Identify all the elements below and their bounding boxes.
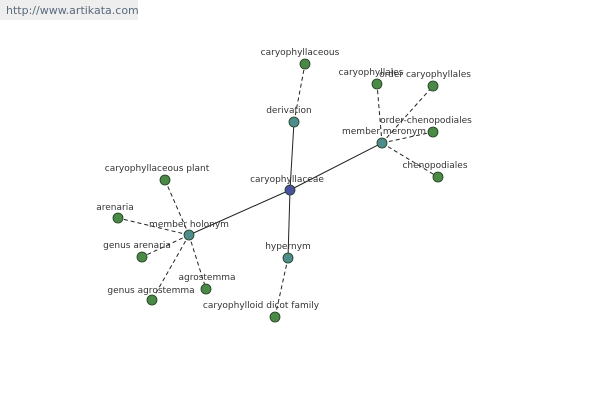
edge-member-meronym-caryophyllales — [376, 83, 383, 144]
leaf-label-arenaria[interactable]: arenaria — [96, 203, 134, 213]
edge-center-member-meronym — [289, 142, 383, 191]
relation-label-derivation[interactable]: derivation — [266, 106, 312, 116]
leaf-label-order-chenopodiales[interactable]: order-chenopodiales — [380, 116, 472, 126]
leaf-label-genus-arenaria[interactable]: genus arenaria — [103, 241, 171, 251]
relation-node-derivation[interactable] — [288, 116, 300, 128]
relation-node-hypernym[interactable] — [282, 252, 294, 264]
edge-member-holonym-caryophyllaceous-plant — [164, 179, 190, 236]
leaf-node-caryophyllaceous-plant[interactable] — [159, 174, 171, 186]
site-banner: http://www.artikata.com — [0, 0, 139, 20]
edge-center-hypernym — [287, 189, 291, 259]
edge-center-derivation — [289, 121, 295, 191]
leaf-node-caryophyllales[interactable] — [371, 78, 383, 90]
leaf-node-agrostemma[interactable] — [200, 283, 212, 295]
leaf-node-order-caryophyllales[interactable] — [427, 80, 439, 92]
leaf-label-caryophyllaceous-plant[interactable]: caryophyllaceous plant — [105, 164, 210, 174]
edge-member-holonym-agrostemma — [188, 234, 207, 290]
edge-member-meronym-order-caryophyllales — [381, 85, 434, 144]
relation-label-member-meronym[interactable]: member meronym — [342, 127, 426, 137]
leaf-label-caryophyllales[interactable]: caryophyllales — [339, 68, 404, 78]
edge-center-member-holonym — [188, 189, 291, 236]
relation-node-member-holonym[interactable] — [183, 229, 195, 241]
leaf-node-arenaria[interactable] — [112, 212, 124, 224]
relation-label-hypernym[interactable]: hypernym — [265, 242, 311, 252]
edge-member-holonym-genus-arenaria — [141, 234, 190, 258]
center-node-center[interactable] — [284, 184, 296, 196]
leaf-label-order-caryophyllales[interactable]: order caryophyllales — [379, 70, 471, 80]
leaf-label-genus-agrostemma[interactable]: genus agrostemma — [107, 286, 194, 296]
edges-layer — [117, 63, 439, 318]
site-url-link[interactable]: http://www.artikata.com — [6, 4, 139, 17]
leaf-label-caryophyllaceous[interactable]: caryophyllaceous — [261, 48, 340, 58]
edge-member-holonym-genus-agrostemma — [151, 234, 190, 301]
edge-member-holonym-arenaria — [117, 217, 190, 236]
edge-hypernym-caryophylloid-dicot-family — [274, 257, 289, 318]
leaf-node-order-chenopodiales[interactable] — [427, 126, 439, 138]
edge-member-meronym-chenopodiales — [381, 142, 439, 178]
edge-derivation-caryophyllaceous — [293, 63, 306, 123]
leaf-node-chenopodiales[interactable] — [432, 171, 444, 183]
leaf-label-agrostemma[interactable]: agrostemma — [178, 273, 235, 283]
nodes-layer — [112, 58, 444, 323]
leaf-node-caryophylloid-dicot-family[interactable] — [269, 311, 281, 323]
relation-node-member-meronym[interactable] — [376, 137, 388, 149]
leaf-node-caryophyllaceous[interactable] — [299, 58, 311, 70]
leaf-label-chenopodiales[interactable]: chenopodiales — [402, 161, 467, 171]
center-label-center[interactable]: caryophyllaceae — [250, 175, 324, 185]
leaf-node-genus-agrostemma[interactable] — [146, 294, 158, 306]
relation-label-member-holonym[interactable]: member holonym — [149, 220, 229, 230]
edge-member-meronym-order-chenopodiales — [381, 131, 434, 144]
leaf-label-caryophylloid-dicot-family[interactable]: caryophylloid dicot family — [203, 301, 320, 311]
leaf-node-genus-arenaria[interactable] — [136, 251, 148, 263]
